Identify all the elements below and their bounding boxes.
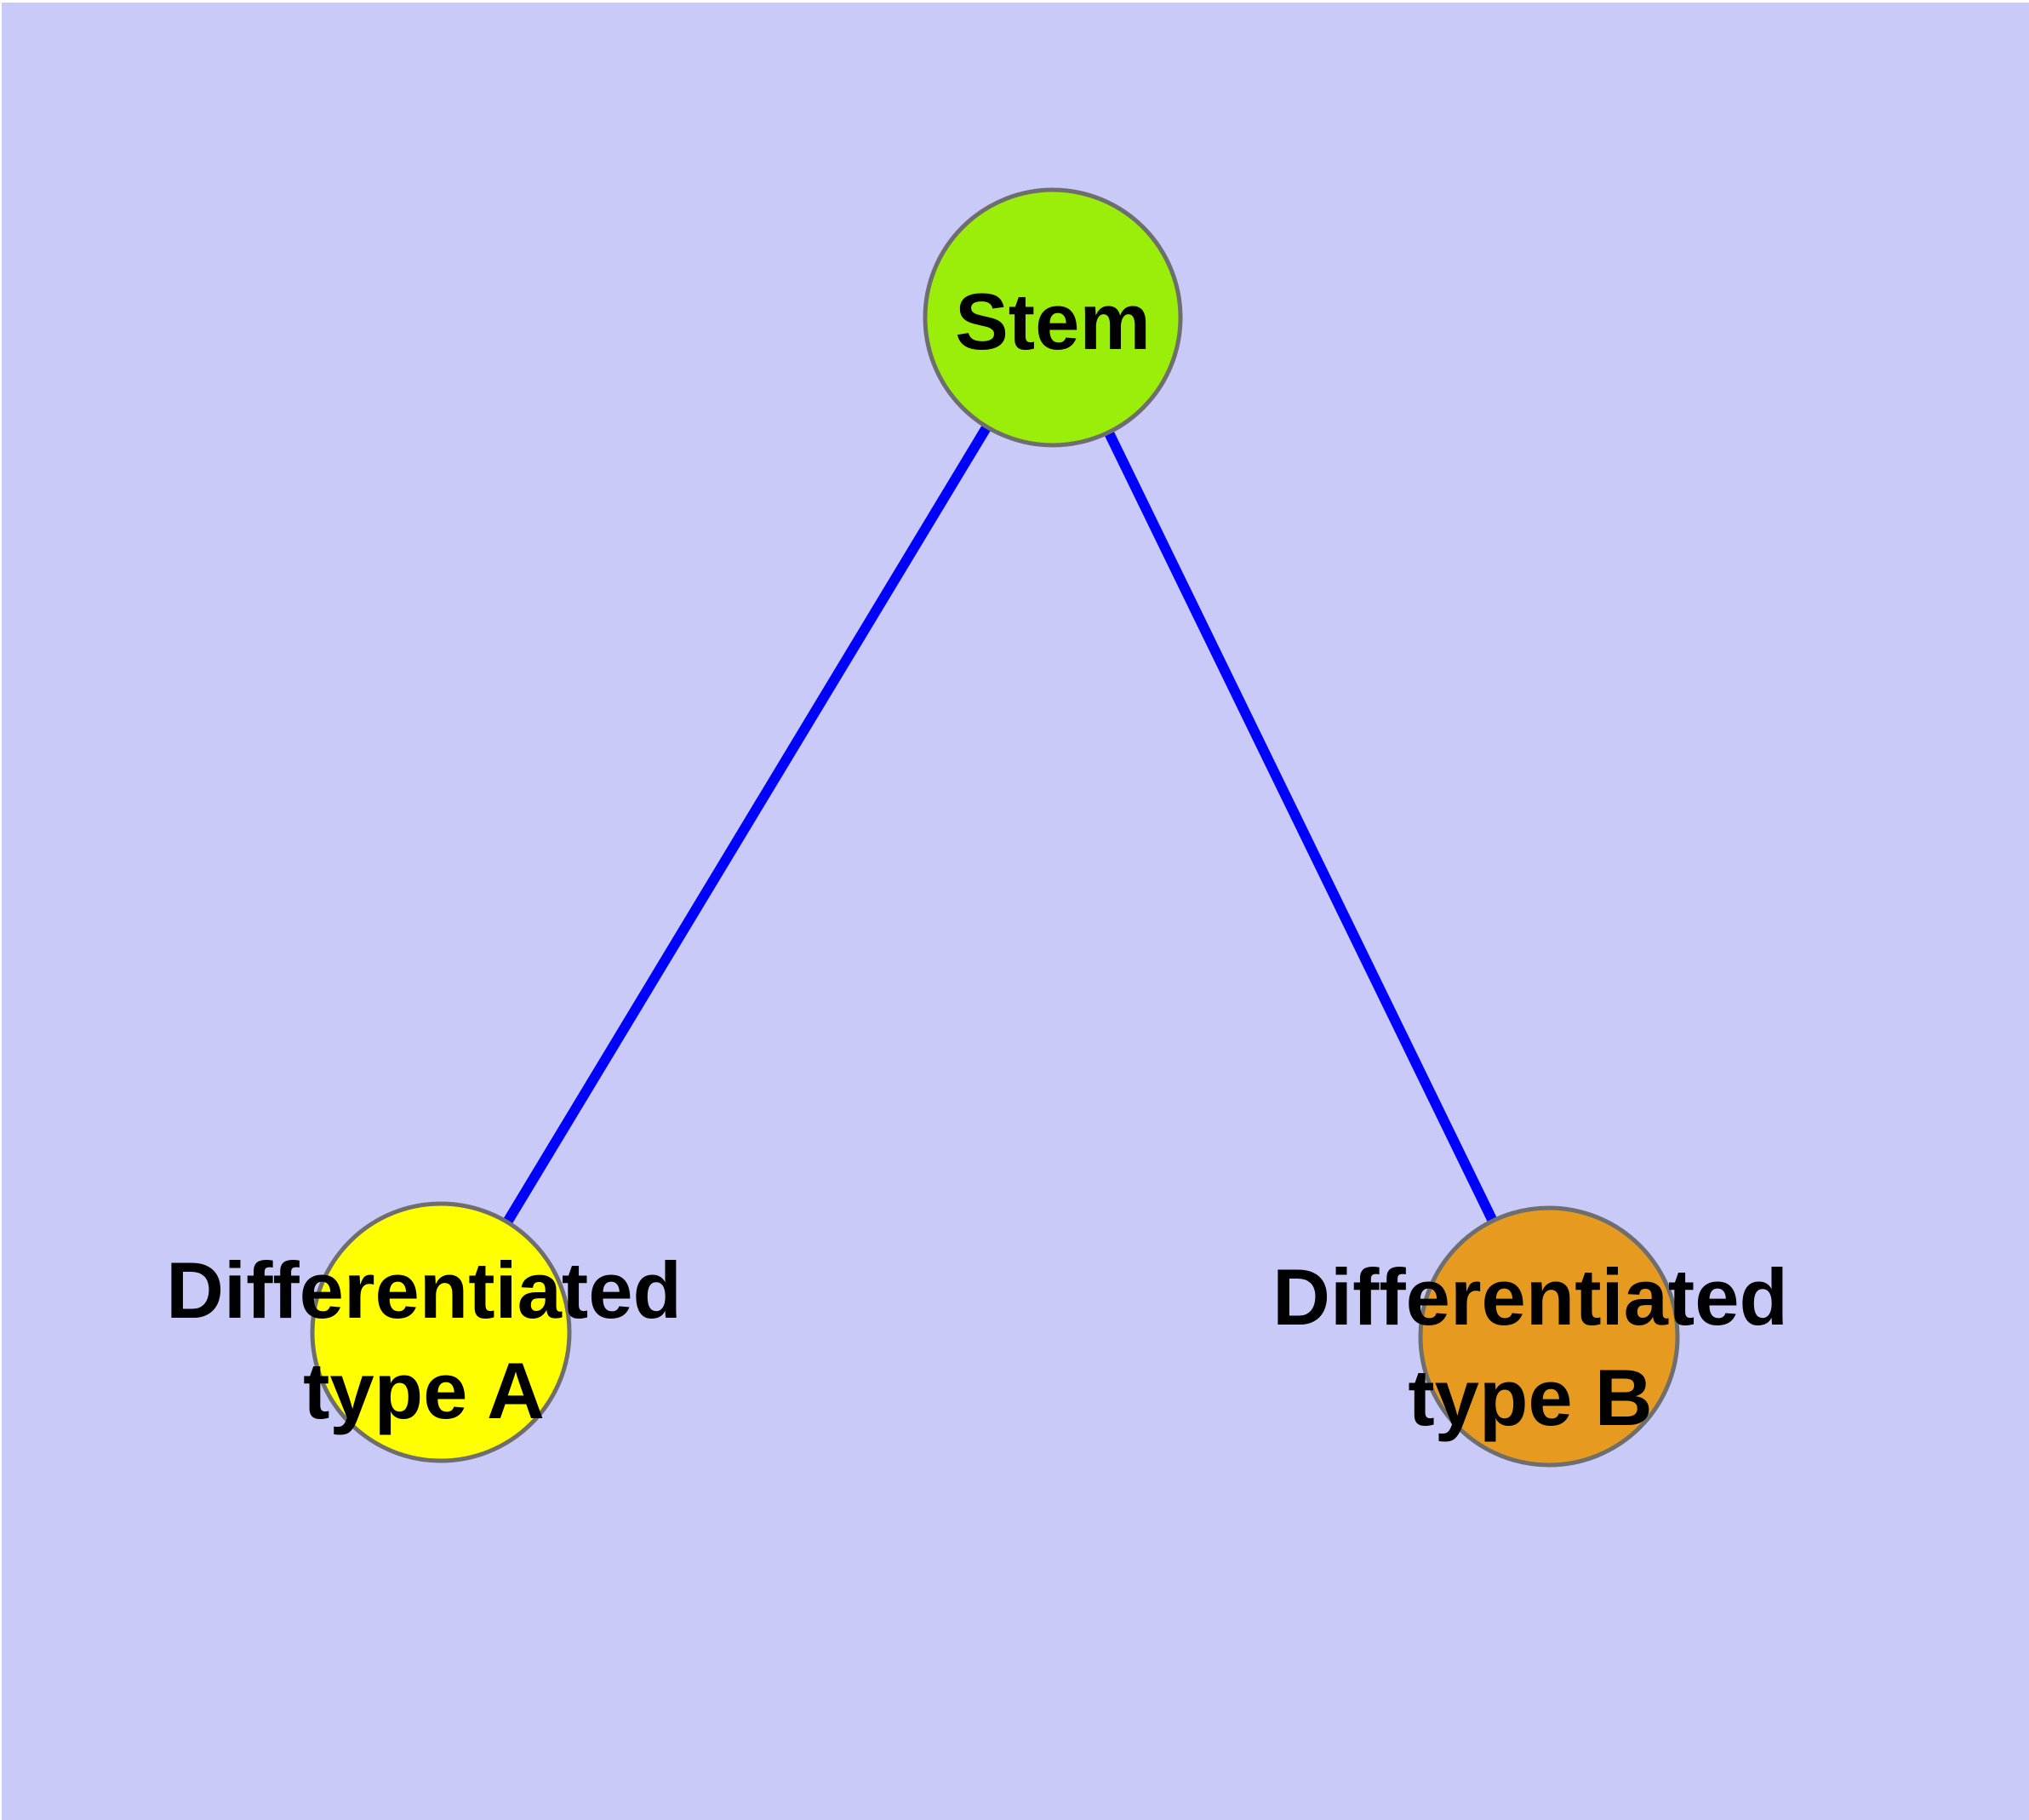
node-type-a-label-line1: Differentiated — [166, 1245, 682, 1335]
node-stem-label: Stem — [955, 277, 1151, 366]
node-type-b-circle — [1418, 1205, 1680, 1468]
node-differentiated-type-a: Differentiated type A — [166, 1201, 682, 1463]
node-type-a-label-line2: type A — [303, 1346, 545, 1435]
node-type-b-label-line1: Differentiated — [1272, 1252, 1788, 1342]
node-stem: Stem — [923, 187, 1183, 448]
node-type-b-label-line2: type B — [1408, 1353, 1652, 1442]
edge-stem-to-type-b — [1048, 315, 1554, 1339]
node-type-a-circle — [310, 1201, 572, 1463]
edge-stem-to-type-a — [436, 314, 1058, 1336]
node-differentiated-type-b: Differentiated type B — [1272, 1205, 1788, 1468]
node-stem-circle — [923, 187, 1183, 448]
